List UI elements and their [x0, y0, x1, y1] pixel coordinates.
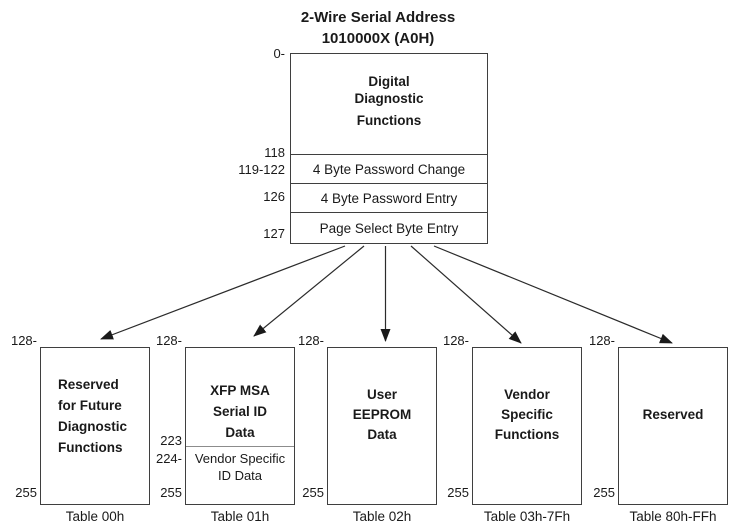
password-entry-row: 4 Byte Password Entry: [291, 183, 487, 212]
byte-label-255: 255: [15, 485, 37, 500]
arrow-to-table-03h-7fh: [410, 245, 522, 344]
table-02h-caption: Table 02h: [352, 509, 412, 524]
byte-label-128: 128-: [155, 333, 182, 348]
page-select-row: Page Select Byte Entry: [291, 212, 487, 243]
table-80h-ffh-title: Reserved: [642, 407, 704, 422]
table-80h-ffh-box: 128- 255 Reserved Table 80h-FFh: [589, 334, 728, 524]
byte-label-128: 128-: [297, 333, 324, 348]
table-03h-7fh-caption: Table 03h-7Fh: [483, 509, 571, 524]
byte-label-127: 127: [263, 226, 285, 241]
byte-label-255: 255: [593, 485, 615, 500]
table-01h-caption: Table 01h: [210, 509, 270, 524]
byte-label-255: 255: [302, 485, 324, 500]
byte-label-119-122: 119-122: [238, 162, 285, 177]
byte-label-224: 224-: [155, 451, 182, 466]
byte-label-128: 128-: [442, 333, 469, 348]
byte-label-126: 126: [263, 189, 285, 204]
arrow-to-table-80h-ffh: [433, 245, 673, 344]
table-00h-caption: Table 00h: [65, 509, 125, 524]
figure-title-line2: 1010000X (A0H): [321, 30, 435, 47]
password-change-row: 4 Byte Password Change: [291, 154, 487, 183]
byte-label-255: 255: [160, 485, 182, 500]
figure-title: 2-Wire Serial Address 1010000X (A0H): [228, 7, 528, 49]
byte-label-0: 0-: [273, 46, 285, 61]
arrow-to-table-01h: [253, 245, 365, 337]
table-80h-ffh-caption: Table 80h-FFh: [629, 509, 717, 524]
arrow-to-table-00h: [100, 245, 346, 340]
figure-title-line1: 2-Wire Serial Address: [300, 9, 456, 26]
byte-label-128: 128-: [588, 333, 615, 348]
byte-label-118: 118: [264, 145, 285, 160]
byte-label-128: 128-: [10, 333, 37, 348]
byte-label-255: 255: [447, 485, 469, 500]
byte-label-223: 223: [160, 433, 182, 448]
